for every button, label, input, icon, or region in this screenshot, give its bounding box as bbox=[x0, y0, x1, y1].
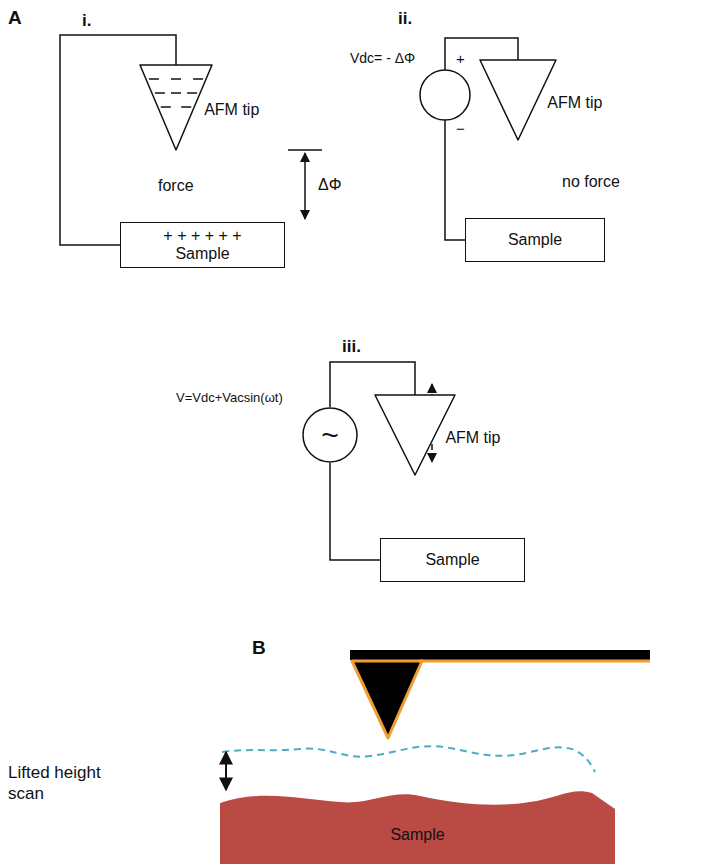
tip-label: AFM tip bbox=[547, 94, 602, 112]
charge-signs: + + + + + + bbox=[163, 227, 241, 245]
charge-mark bbox=[187, 92, 197, 94]
source-symbol: ~ bbox=[321, 420, 339, 450]
voltage-label: Vdc= - ΔΦ bbox=[350, 50, 415, 68]
potential-label: ΔΦ bbox=[318, 175, 341, 195]
sample-box: Sample bbox=[380, 538, 525, 582]
sample-surface: Sample bbox=[220, 785, 615, 864]
wire bbox=[330, 463, 380, 560]
tip-triangle bbox=[375, 395, 455, 475]
sample-box: Sample bbox=[465, 218, 605, 262]
panel-label: B bbox=[252, 636, 266, 660]
sample-label: Sample bbox=[175, 245, 229, 263]
tip-outline bbox=[480, 60, 556, 140]
charge-mark bbox=[193, 78, 203, 80]
panel-label: ii. bbox=[398, 8, 412, 29]
cantilever-coating bbox=[420, 660, 650, 663]
dimension-arrow bbox=[304, 153, 306, 219]
reference-line bbox=[288, 149, 322, 151]
charge-mark bbox=[155, 92, 165, 94]
afm-tip: AFM tip bbox=[375, 395, 455, 475]
force-label: no force bbox=[562, 172, 620, 192]
afm-tip: AFM tip bbox=[480, 60, 556, 140]
tip-triangle bbox=[140, 65, 212, 150]
lift-height-arrow bbox=[225, 752, 227, 790]
voltage-label: V=Vdc+Vacsin(ωt) bbox=[176, 390, 283, 406]
charge-mark bbox=[171, 78, 181, 80]
panel-label: iii. bbox=[342, 336, 361, 357]
lift-label: Lifted height scan bbox=[8, 762, 126, 805]
panel-label: i. bbox=[82, 10, 91, 31]
sample-label: Sample bbox=[390, 826, 444, 844]
sample-outline bbox=[220, 785, 615, 864]
sample-label: Sample bbox=[425, 551, 479, 569]
force-label: force bbox=[158, 176, 194, 196]
polarity-sign: + bbox=[456, 50, 465, 69]
sample-label: Sample bbox=[508, 231, 562, 249]
ac-source: ~ bbox=[302, 407, 358, 463]
tip-outline bbox=[140, 65, 212, 150]
panel-label: A bbox=[8, 6, 22, 30]
charge-mark bbox=[171, 92, 181, 94]
tip-triangle bbox=[480, 60, 556, 140]
cantilever bbox=[350, 650, 650, 660]
afm-tip: AFM tip bbox=[140, 65, 212, 150]
charge-mark bbox=[149, 78, 159, 80]
tip-outline bbox=[375, 395, 455, 475]
sample-shape bbox=[220, 791, 615, 864]
tip-label: AFM tip bbox=[445, 429, 500, 447]
sample-box: + + + + + +Sample bbox=[120, 222, 285, 268]
charge-mark bbox=[181, 106, 191, 108]
source-circle bbox=[303, 408, 357, 462]
dc-source bbox=[420, 70, 470, 120]
lift-path bbox=[222, 746, 595, 772]
afm-tip bbox=[352, 661, 422, 738]
tip-label: AFM tip bbox=[204, 101, 259, 119]
charge-mark bbox=[161, 106, 171, 108]
polarity-sign: − bbox=[456, 120, 465, 139]
